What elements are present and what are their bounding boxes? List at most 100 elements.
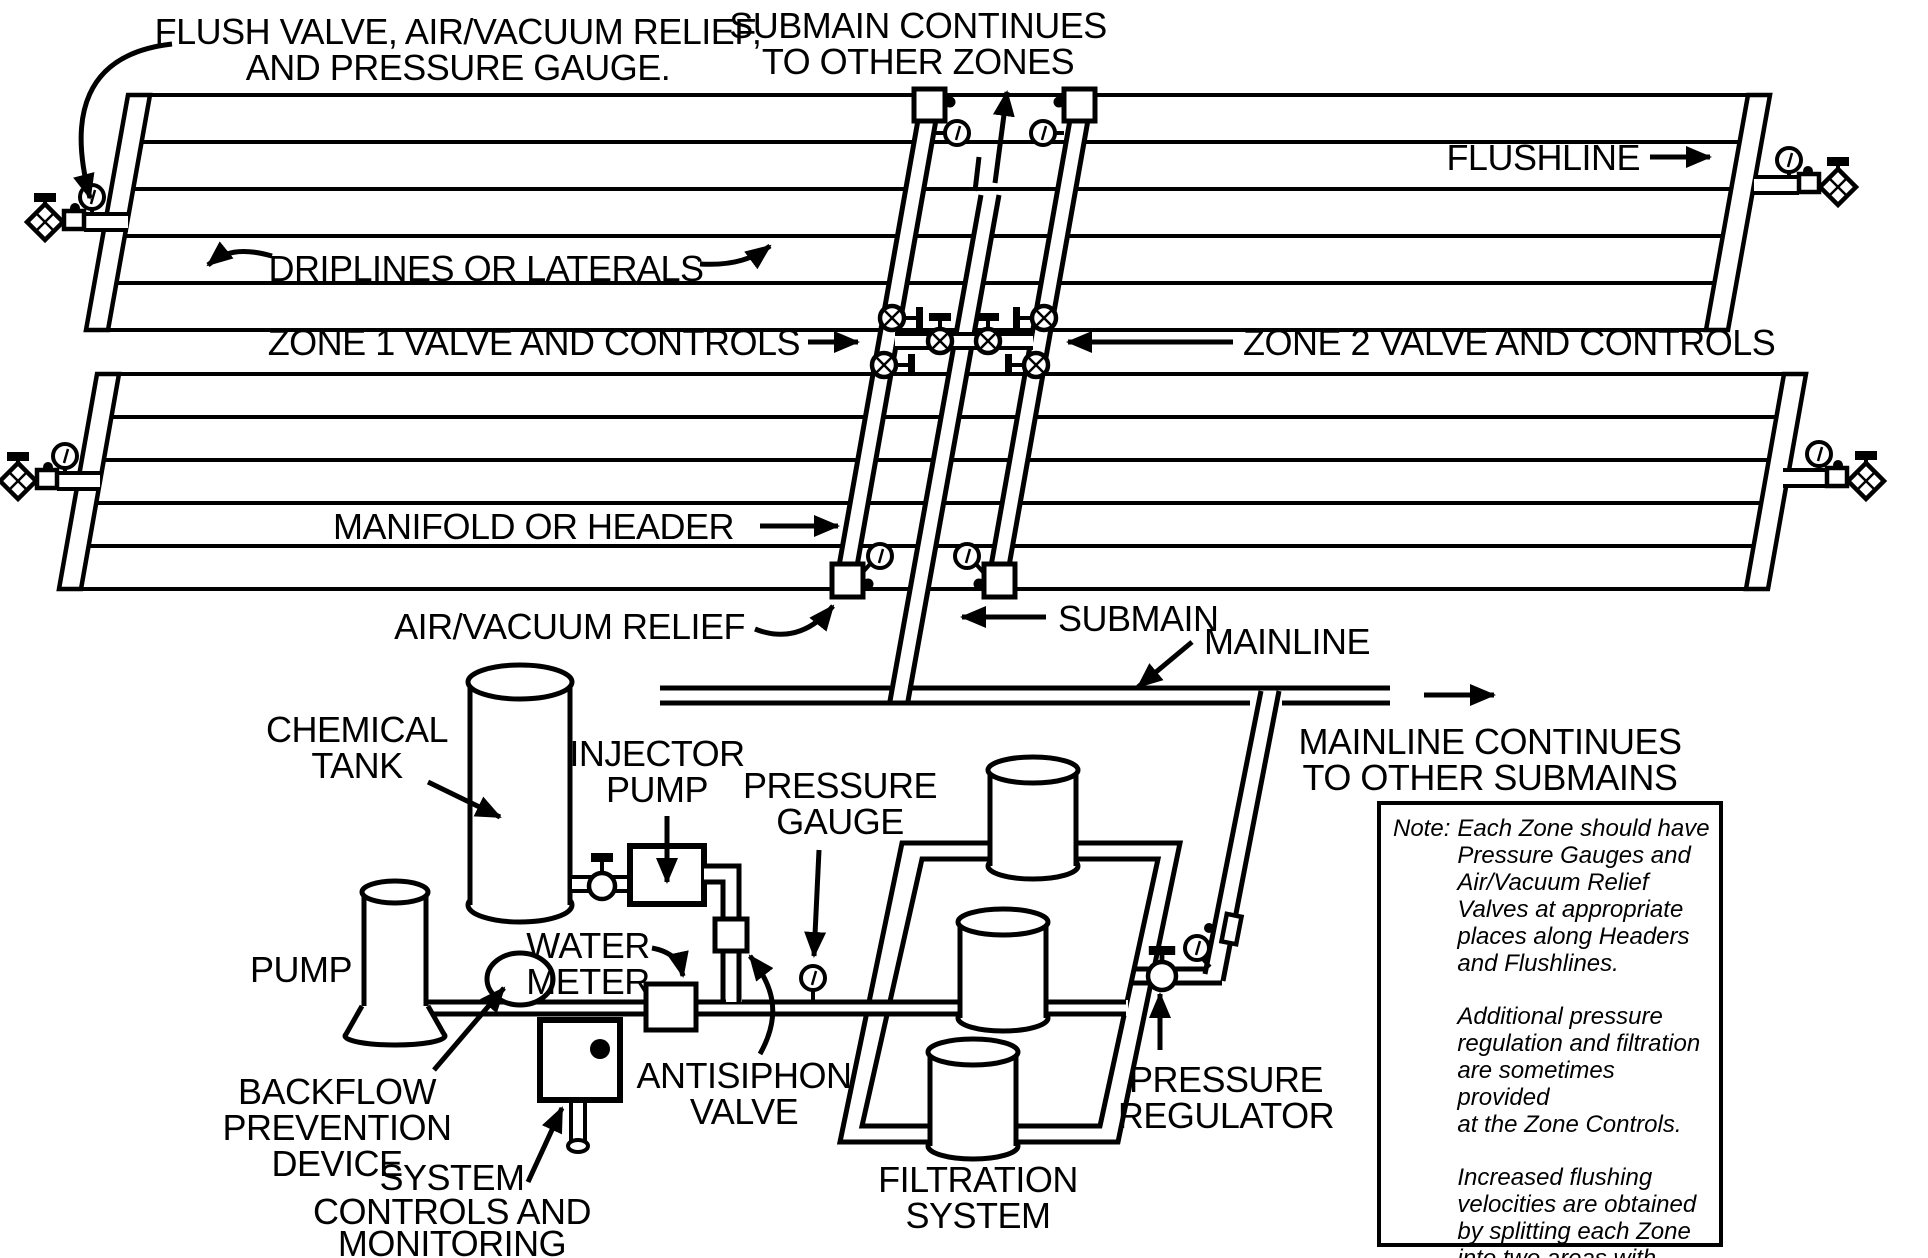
zone2-label: ZONE 2 VALVE AND CONTROLS xyxy=(1243,322,1775,363)
fitting-nub xyxy=(1803,166,1813,176)
flush-valve-icon xyxy=(27,204,63,240)
antisiphon-valve xyxy=(712,916,750,954)
valve-body xyxy=(34,467,60,491)
submain-break-mark xyxy=(972,156,982,192)
pressure-gauge-arrow xyxy=(804,849,827,958)
mainline-continues-label-1: MAINLINE CONTINUES xyxy=(1298,721,1681,762)
manifold-left-line xyxy=(836,119,921,567)
submain-right-valve xyxy=(976,329,1000,353)
valve-handle xyxy=(589,851,615,873)
submain-pipe xyxy=(887,90,1015,702)
flush-valve-label-1: FLUSH VALVE, AIR/VACUUM RELIEF, xyxy=(155,11,762,52)
water-meter-label-1: WATER xyxy=(526,925,649,966)
fitting-nub xyxy=(43,462,53,472)
fitting-nub xyxy=(973,578,985,590)
fitting-nub xyxy=(1053,96,1065,108)
zone2-lower-valve xyxy=(1024,353,1048,377)
note-body: Each Zone should have Pressure Gauges an… xyxy=(1457,815,1713,1258)
submain-continues-label-2: TO OTHER ZONES xyxy=(762,41,1074,82)
filtration-outer-frame xyxy=(836,840,1184,1145)
injector-pump-label-1: INJECTOR xyxy=(569,733,744,774)
zone1-upper-valve xyxy=(880,306,904,330)
pressure-gauge-icon xyxy=(1183,934,1211,962)
injector-feed xyxy=(572,851,634,902)
connector-fill xyxy=(895,334,1033,348)
pump xyxy=(342,878,448,1048)
manifold-left-fill xyxy=(839,120,936,566)
antisiphon-label-2: VALVE xyxy=(690,1091,798,1132)
antisiphon-label-1: ANTISIPHON xyxy=(636,1055,851,1096)
pressure-gauge-icon xyxy=(953,542,981,570)
backflow-label-1: BACKFLOW xyxy=(238,1071,437,1112)
filter-tank-body xyxy=(958,922,1048,1018)
filter-tank-top xyxy=(955,906,1051,938)
pump-flare-side xyxy=(342,1004,365,1038)
note-paragraph-1: Each Zone should have Pressure Gauges an… xyxy=(1457,815,1710,977)
fitting-nub xyxy=(1833,460,1843,470)
air-vacuum-label: AIR/VACUUM RELIEF xyxy=(394,606,745,647)
chemical-tank xyxy=(465,662,575,925)
stub-pipe xyxy=(1754,177,1799,193)
filter-tank-body xyxy=(928,1052,1018,1146)
system-controls-label-2: CONTROLS AND xyxy=(313,1191,591,1232)
pump-flare xyxy=(345,1006,445,1036)
filtration-tanks xyxy=(925,754,1081,1162)
t-fitting xyxy=(908,354,915,376)
text-labels: FLUSH VALVE, AIR/VACUUM RELIEF, AND PRES… xyxy=(155,5,1776,1258)
submain-fill xyxy=(890,195,999,701)
air-vacuum-relief-fitting xyxy=(981,561,1018,600)
t-handle xyxy=(977,313,999,321)
air-vacuum-arrow xyxy=(754,604,835,637)
flush-valve-icon xyxy=(0,463,36,499)
flushline-bar-topright xyxy=(1703,92,1773,333)
flush-valve-label-2: AND PRESSURE GAUGE. xyxy=(246,47,671,88)
injector-pump-label-2: PUMP xyxy=(606,769,708,810)
water-meter-label-2: METER xyxy=(526,961,650,1002)
flush-valve-arrow xyxy=(73,41,173,200)
manifold-label: MANIFOLD OR HEADER xyxy=(333,506,734,547)
zone1-label: ZONE 1 VALVE AND CONTROLS xyxy=(268,322,800,363)
flushline-bar-bottomright xyxy=(1743,371,1809,592)
pressure-regulator-label-2: REGULATOR xyxy=(1118,1095,1334,1136)
tank-body xyxy=(468,682,572,905)
pump-body xyxy=(362,892,428,1006)
note-paragraph-3: Increased flushing velocities are obtain… xyxy=(1457,1164,1697,1258)
air-vacuum-relief-cap xyxy=(1061,86,1098,124)
pipe-coupling xyxy=(1218,911,1245,947)
valve-body xyxy=(1796,171,1822,195)
fitting-nub xyxy=(1204,923,1214,933)
submain-left-valve xyxy=(928,329,952,353)
pipe-line xyxy=(704,863,742,1002)
flush-valve-icon xyxy=(1848,463,1884,499)
stub-pipe xyxy=(1783,470,1829,486)
valve-body xyxy=(1824,465,1850,489)
system-controls-label-3: MONITORING xyxy=(338,1223,566,1258)
filtration-inner-frame xyxy=(858,856,1162,1129)
flush-valve-assembly-bottomright xyxy=(1783,440,1884,499)
pressure-gauge-icon xyxy=(799,964,827,992)
filtration-label-1: FILTRATION xyxy=(878,1159,1078,1200)
flush-valve-icon xyxy=(1820,169,1856,205)
filter-tank-body xyxy=(988,770,1078,866)
system-controls xyxy=(537,1017,623,1154)
t-fitting xyxy=(1013,307,1020,329)
pipe-fill xyxy=(704,866,742,1002)
pressure-gauge-icon xyxy=(1029,119,1057,147)
air-vacuum-relief-cap xyxy=(911,86,948,124)
pressure-gauge-label-2: GAUGE xyxy=(776,801,904,842)
pressure-gauge-icon xyxy=(1775,146,1803,174)
mainline-pipe xyxy=(660,686,1390,705)
filter-tank-top xyxy=(925,1036,1021,1068)
system-controls-arrow xyxy=(525,1106,565,1184)
submain-continues-label-1: SUBMAIN CONTINUES xyxy=(729,5,1107,46)
filtration-label-2: SYSTEM xyxy=(905,1195,1050,1236)
annotation-arrows xyxy=(73,41,1712,1184)
pressure-regulator-assembly xyxy=(1145,911,1245,993)
t-fitting xyxy=(1005,354,1012,376)
pressure-gauge-icon xyxy=(1805,440,1833,468)
pump-label: PUMP xyxy=(250,949,352,990)
backflow-label-3: DEVICE xyxy=(271,1143,402,1184)
chemical-valve xyxy=(586,870,618,902)
